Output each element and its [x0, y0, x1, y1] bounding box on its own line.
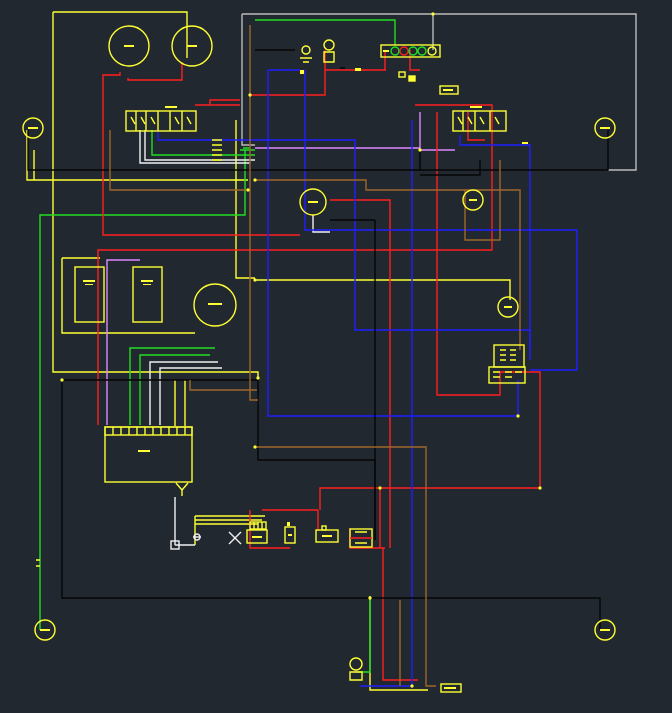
wire-blue	[459, 135, 531, 350]
headlight	[193, 283, 237, 327]
speedometer-gauge	[108, 25, 150, 67]
license-plate-lamp	[440, 683, 462, 693]
wire-yellow	[61, 257, 195, 334]
regulator-rectifier	[246, 521, 268, 544]
wire-black	[419, 150, 481, 176]
relay-box	[488, 344, 526, 384]
rear-right-turn-signal	[594, 619, 616, 641]
front-right-turn-signal	[594, 117, 616, 139]
junction-dot	[418, 148, 422, 152]
tail-light-connector	[439, 85, 459, 95]
ignition-coil-2	[132, 266, 163, 323]
neutral-switch	[497, 296, 519, 318]
junction-dot	[248, 93, 252, 97]
ground-point	[193, 533, 201, 541]
wire-white	[149, 361, 222, 425]
spark-plug-cap	[170, 540, 180, 550]
wire-yellow	[174, 380, 186, 426]
wire-red	[467, 112, 485, 141]
wire-black	[27, 130, 609, 171]
oil-pressure-switch	[462, 189, 484, 211]
wire-brown	[109, 130, 248, 191]
brake-light-switch	[36, 559, 40, 567]
junction-dot	[410, 684, 414, 688]
wire-green	[39, 147, 255, 630]
junction-dot	[246, 188, 250, 192]
wire-white	[312, 215, 330, 233]
ignition-switch	[300, 39, 361, 74]
rear-left-turn-signal	[34, 619, 56, 641]
wire-yellow	[52, 11, 259, 378]
wire-violet	[255, 112, 421, 149]
wire-red	[97, 104, 493, 425]
stator-generator	[349, 657, 363, 681]
wire-brown	[189, 380, 257, 391]
wire-red	[127, 62, 183, 81]
wire-yellow	[194, 515, 265, 545]
wire-black	[61, 380, 601, 630]
starter-motor	[228, 531, 242, 545]
wire-brown	[255, 179, 521, 350]
junction-dot	[378, 486, 382, 490]
indicator-light-panel	[380, 44, 441, 82]
wire-red	[250, 50, 386, 96]
horn	[299, 188, 327, 216]
fuse-box	[349, 528, 373, 548]
left-handlebar-switch	[125, 106, 197, 132]
wire-green	[129, 347, 215, 425]
wire-red	[102, 72, 300, 236]
junction-dot	[368, 596, 372, 600]
fuse-block	[212, 139, 222, 161]
wire-brown	[249, 25, 258, 401]
battery	[284, 522, 296, 544]
wire-blue	[267, 70, 519, 417]
wire-blue	[268, 69, 578, 371]
signal-connector	[522, 142, 528, 144]
wire-red	[195, 99, 240, 106]
wire-yellow	[255, 279, 511, 300]
wire-red	[382, 548, 418, 681]
junction-dot	[253, 278, 257, 282]
wire-yellow	[235, 120, 255, 279]
wire-brown	[464, 160, 501, 241]
wire-red	[330, 199, 391, 548]
junction-dot	[256, 376, 260, 380]
ignition-coil-1	[74, 266, 105, 323]
wire-black	[330, 219, 376, 540]
junction-dot	[431, 12, 435, 16]
wire-violet	[106, 259, 140, 425]
wire-brown	[255, 446, 436, 687]
wire-layer	[26, 11, 637, 691]
tachometer-gauge	[171, 25, 213, 67]
cdi-unit	[104, 426, 193, 496]
junction-dot	[60, 378, 64, 382]
junction-dot	[516, 414, 520, 418]
junction-dot	[253, 445, 257, 449]
wire-green	[255, 19, 396, 45]
wire-black	[255, 49, 345, 69]
junction-layer	[60, 12, 542, 688]
front-left-turn-signal	[22, 117, 44, 139]
junction-dot	[253, 178, 257, 182]
starter-relay	[315, 525, 339, 543]
junction-dot	[538, 486, 542, 490]
wire-yellow	[26, 130, 248, 181]
right-handlebar-switch	[452, 106, 507, 132]
